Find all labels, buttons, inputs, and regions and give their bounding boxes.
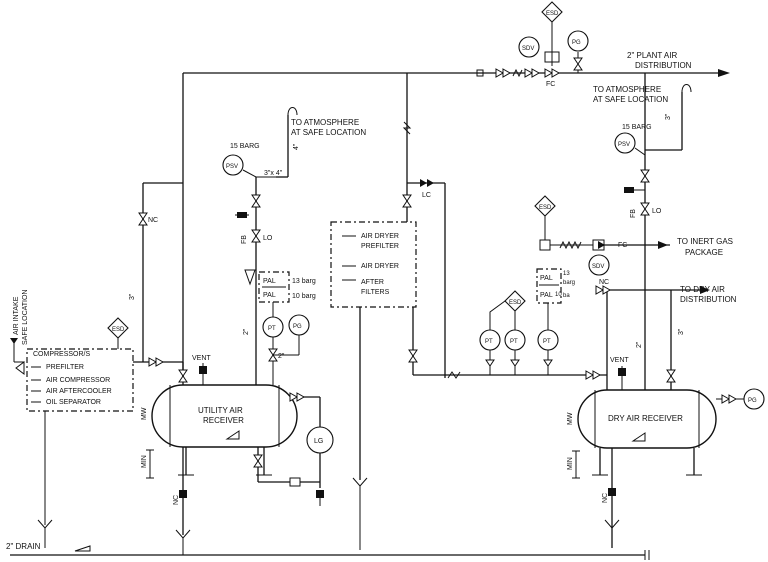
pg-label-left: PG	[293, 324, 302, 330]
nc-label-util-drain: NC	[173, 495, 180, 505]
drain-label: 2" DRAIN	[6, 542, 41, 551]
dry-air-dist-2: DISTRIBUTION	[680, 295, 737, 304]
inert-gas-1: TO INERT GAS	[677, 237, 733, 246]
dry-receiver-title: DRY AIR RECEIVER	[608, 414, 683, 423]
compressor-item-aftercooler: AIR AFTERCOOLER	[46, 388, 112, 395]
vent-label-left: VENT	[192, 355, 211, 362]
plant-air-header	[182, 68, 730, 378]
sdv-valve[interactable]	[544, 22, 561, 78]
pal-switch-group-right: PAL PAL 13 barg 10 ba	[536, 268, 575, 304]
compressor-package-box: COMPRESSOR/S PREFILTER AIR COMPRESSOR AI…	[26, 348, 134, 412]
mw-label-right: MW	[567, 412, 574, 425]
mw-label-left: MW	[141, 407, 148, 420]
dryer-item-2: PREFILTER	[361, 243, 399, 250]
dryer-item-3: AIR DRYER	[361, 263, 399, 270]
psv-instrument-right	[614, 132, 636, 154]
pg-instrument-top	[567, 30, 589, 52]
pt-label-2: PT	[510, 339, 518, 345]
vent-label-right: VENT	[610, 357, 629, 364]
pg-instrument-right	[743, 388, 765, 410]
nc-label-dry: NC	[599, 279, 609, 286]
pal-barg-r-label: barg	[563, 280, 575, 286]
plant-air-label-2: DISTRIBUTION	[635, 61, 692, 70]
lc-label: LC	[422, 192, 431, 199]
barg-label-left: 15 BARG	[230, 143, 260, 150]
pal-10-label: 10 barg	[292, 293, 316, 300]
min-label-right: MIN	[567, 457, 574, 470]
to-atm-left-2: AT SAFE LOCATION	[291, 128, 366, 137]
esd-label-mid: ESD	[509, 300, 522, 306]
compressor-item-oil-separator: OIL SEPARATOR	[46, 399, 101, 406]
esd-label-right: ESD	[539, 205, 552, 211]
utility-receiver-title-2: RECEIVER	[203, 416, 244, 425]
compressor-box-title: COMPRESSOR/S	[33, 351, 91, 358]
size-label-bypass: 3"	[129, 293, 136, 300]
dryer-item-5: FILTERS	[361, 289, 390, 296]
drain-header	[10, 545, 650, 560]
pt-label-1: PT	[485, 339, 493, 345]
lo-label-left: LO	[263, 235, 273, 242]
psv-instrument-left	[222, 154, 244, 176]
lo-label-right: LO	[652, 208, 662, 215]
size-label-2in: 2"	[278, 353, 285, 360]
pt-label-3: PT	[543, 339, 551, 345]
inert-gas-2: PACKAGE	[685, 248, 723, 257]
fb-label-left: FB	[241, 235, 248, 244]
size-label-4in: 4"	[293, 143, 300, 150]
plant-air-label-1: 2" PLANT AIR	[627, 51, 677, 60]
nc-label-bypass: NC	[148, 217, 158, 224]
to-atm-left-1: TO ATMOSPHERE	[291, 118, 359, 127]
dry-air-dist-1: TO DRY AIR	[680, 285, 725, 294]
pal-switch-group-left: PAL PAL 13 barg 10 barg	[258, 271, 316, 303]
dryer-item-4: AFTER	[361, 279, 384, 286]
size-label-dry-1: 2"	[636, 341, 643, 348]
esd-label-top: ESD	[546, 11, 559, 17]
sdv-instrument	[518, 36, 540, 58]
sdv-instrument-right	[588, 254, 610, 276]
fc-label-right: FC	[618, 242, 627, 249]
utility-receiver-title-1: UTILITY AIR	[198, 406, 243, 415]
psv-label-left: PSV	[226, 164, 238, 170]
pal-10r-label: 10	[555, 292, 562, 298]
size-label-receiver: 2"	[243, 328, 250, 335]
to-atm-right-2: AT SAFE LOCATION	[593, 95, 668, 104]
esd-diamond-top	[541, 1, 563, 23]
pal-label-left-1: PAL	[263, 278, 276, 285]
air-intake-label-2: SAFE LOCATION	[22, 290, 29, 346]
size-label-dry-2: 3"	[678, 328, 685, 335]
barg-label-right: 15 BARG	[622, 124, 652, 131]
sdv-label: SDV	[522, 46, 534, 52]
reducer-label: 3"x 4"	[264, 170, 283, 177]
size-label-psv-right: 3"	[665, 113, 672, 120]
pal-label-left-2: PAL	[263, 292, 276, 299]
pg-label-right: PG	[748, 398, 757, 404]
lg-label: LG	[314, 438, 323, 445]
fc-label-top: FC	[546, 81, 555, 88]
pal-13r-label: 13	[563, 271, 570, 277]
pal-ba-r-label: ba	[563, 293, 570, 299]
air-intake-label-1: AIR INTAKE	[13, 296, 20, 335]
pt-label-left: PT	[268, 326, 276, 332]
pal-label-right-1: PAL	[540, 275, 553, 282]
nc-label-dry-drain: NC	[602, 493, 609, 503]
dry-air-receiver	[577, 389, 717, 449]
sdv-label-right: SDV	[592, 264, 604, 270]
psv-label-right: PSV	[618, 142, 630, 148]
pal-13-label: 13 barg	[292, 278, 316, 285]
pg-label-top: PG	[572, 40, 581, 46]
compressor-item-prefilter: PREFILTER	[46, 364, 84, 371]
dryer-package-box: AIR DRYER PREFILTER AIR DRYER AFTER FILT…	[330, 221, 417, 308]
compressor-item-compressor: AIR COMPRESSOR	[46, 377, 110, 384]
fb-label-right: FB	[630, 209, 637, 218]
esd-label-left: ESD	[112, 327, 125, 333]
pal-label-right-2: PAL	[540, 292, 553, 299]
utility-air-receiver	[151, 384, 298, 448]
to-atm-right-1: TO ATMOSPHERE	[593, 85, 661, 94]
min-label-left: MIN	[141, 455, 148, 468]
dryer-item-1: AIR DRYER	[361, 233, 399, 240]
